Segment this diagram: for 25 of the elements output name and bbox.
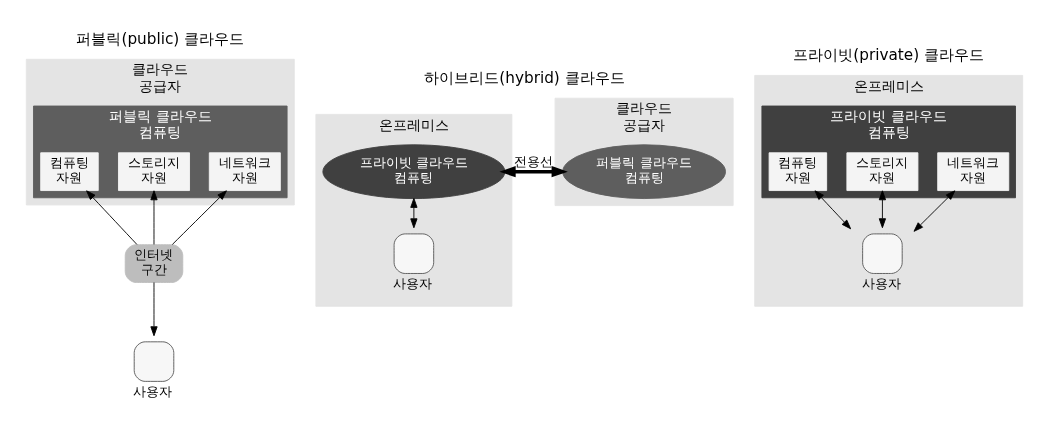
arrow bbox=[86, 189, 138, 245]
arrow bbox=[878, 189, 886, 228]
label: 하이브리드(hybrid) 클라우드 bbox=[424, 68, 625, 87]
arrow bbox=[150, 281, 158, 336]
arrow bbox=[814, 189, 852, 229]
node-box: 인터넷 구간 bbox=[124, 243, 184, 283]
node-ellipse: 프라이빗 클라우드 컴퓨팅 bbox=[322, 143, 506, 199]
node-label: 사용자 bbox=[393, 274, 433, 291]
arrow bbox=[499, 165, 568, 177]
node-box: 컴퓨팅 자원 bbox=[40, 151, 99, 191]
arrow bbox=[410, 197, 418, 228]
edge-label: 전용선 bbox=[514, 153, 554, 169]
node-label: 사용자 bbox=[133, 382, 173, 399]
node-label: 사용자 bbox=[861, 274, 901, 291]
node-box: 스토리지 자원 bbox=[118, 151, 190, 191]
arrow bbox=[171, 189, 227, 245]
node-box: 컴퓨팅 자원 bbox=[768, 151, 828, 191]
arrow bbox=[913, 189, 956, 232]
label: 프라이빗(private) 클라우드 bbox=[793, 45, 985, 64]
label: 퍼블릭(public) 클라우드 bbox=[76, 29, 245, 48]
node-box: 네트워크 자원 bbox=[937, 151, 1010, 191]
arrow bbox=[150, 189, 158, 245]
node-box: 네트워크 자원 bbox=[208, 151, 281, 191]
node-ellipse: 퍼블릭 클라우드 컴퓨팅 bbox=[562, 143, 726, 199]
node-box: 스토리지 자원 bbox=[846, 151, 919, 191]
